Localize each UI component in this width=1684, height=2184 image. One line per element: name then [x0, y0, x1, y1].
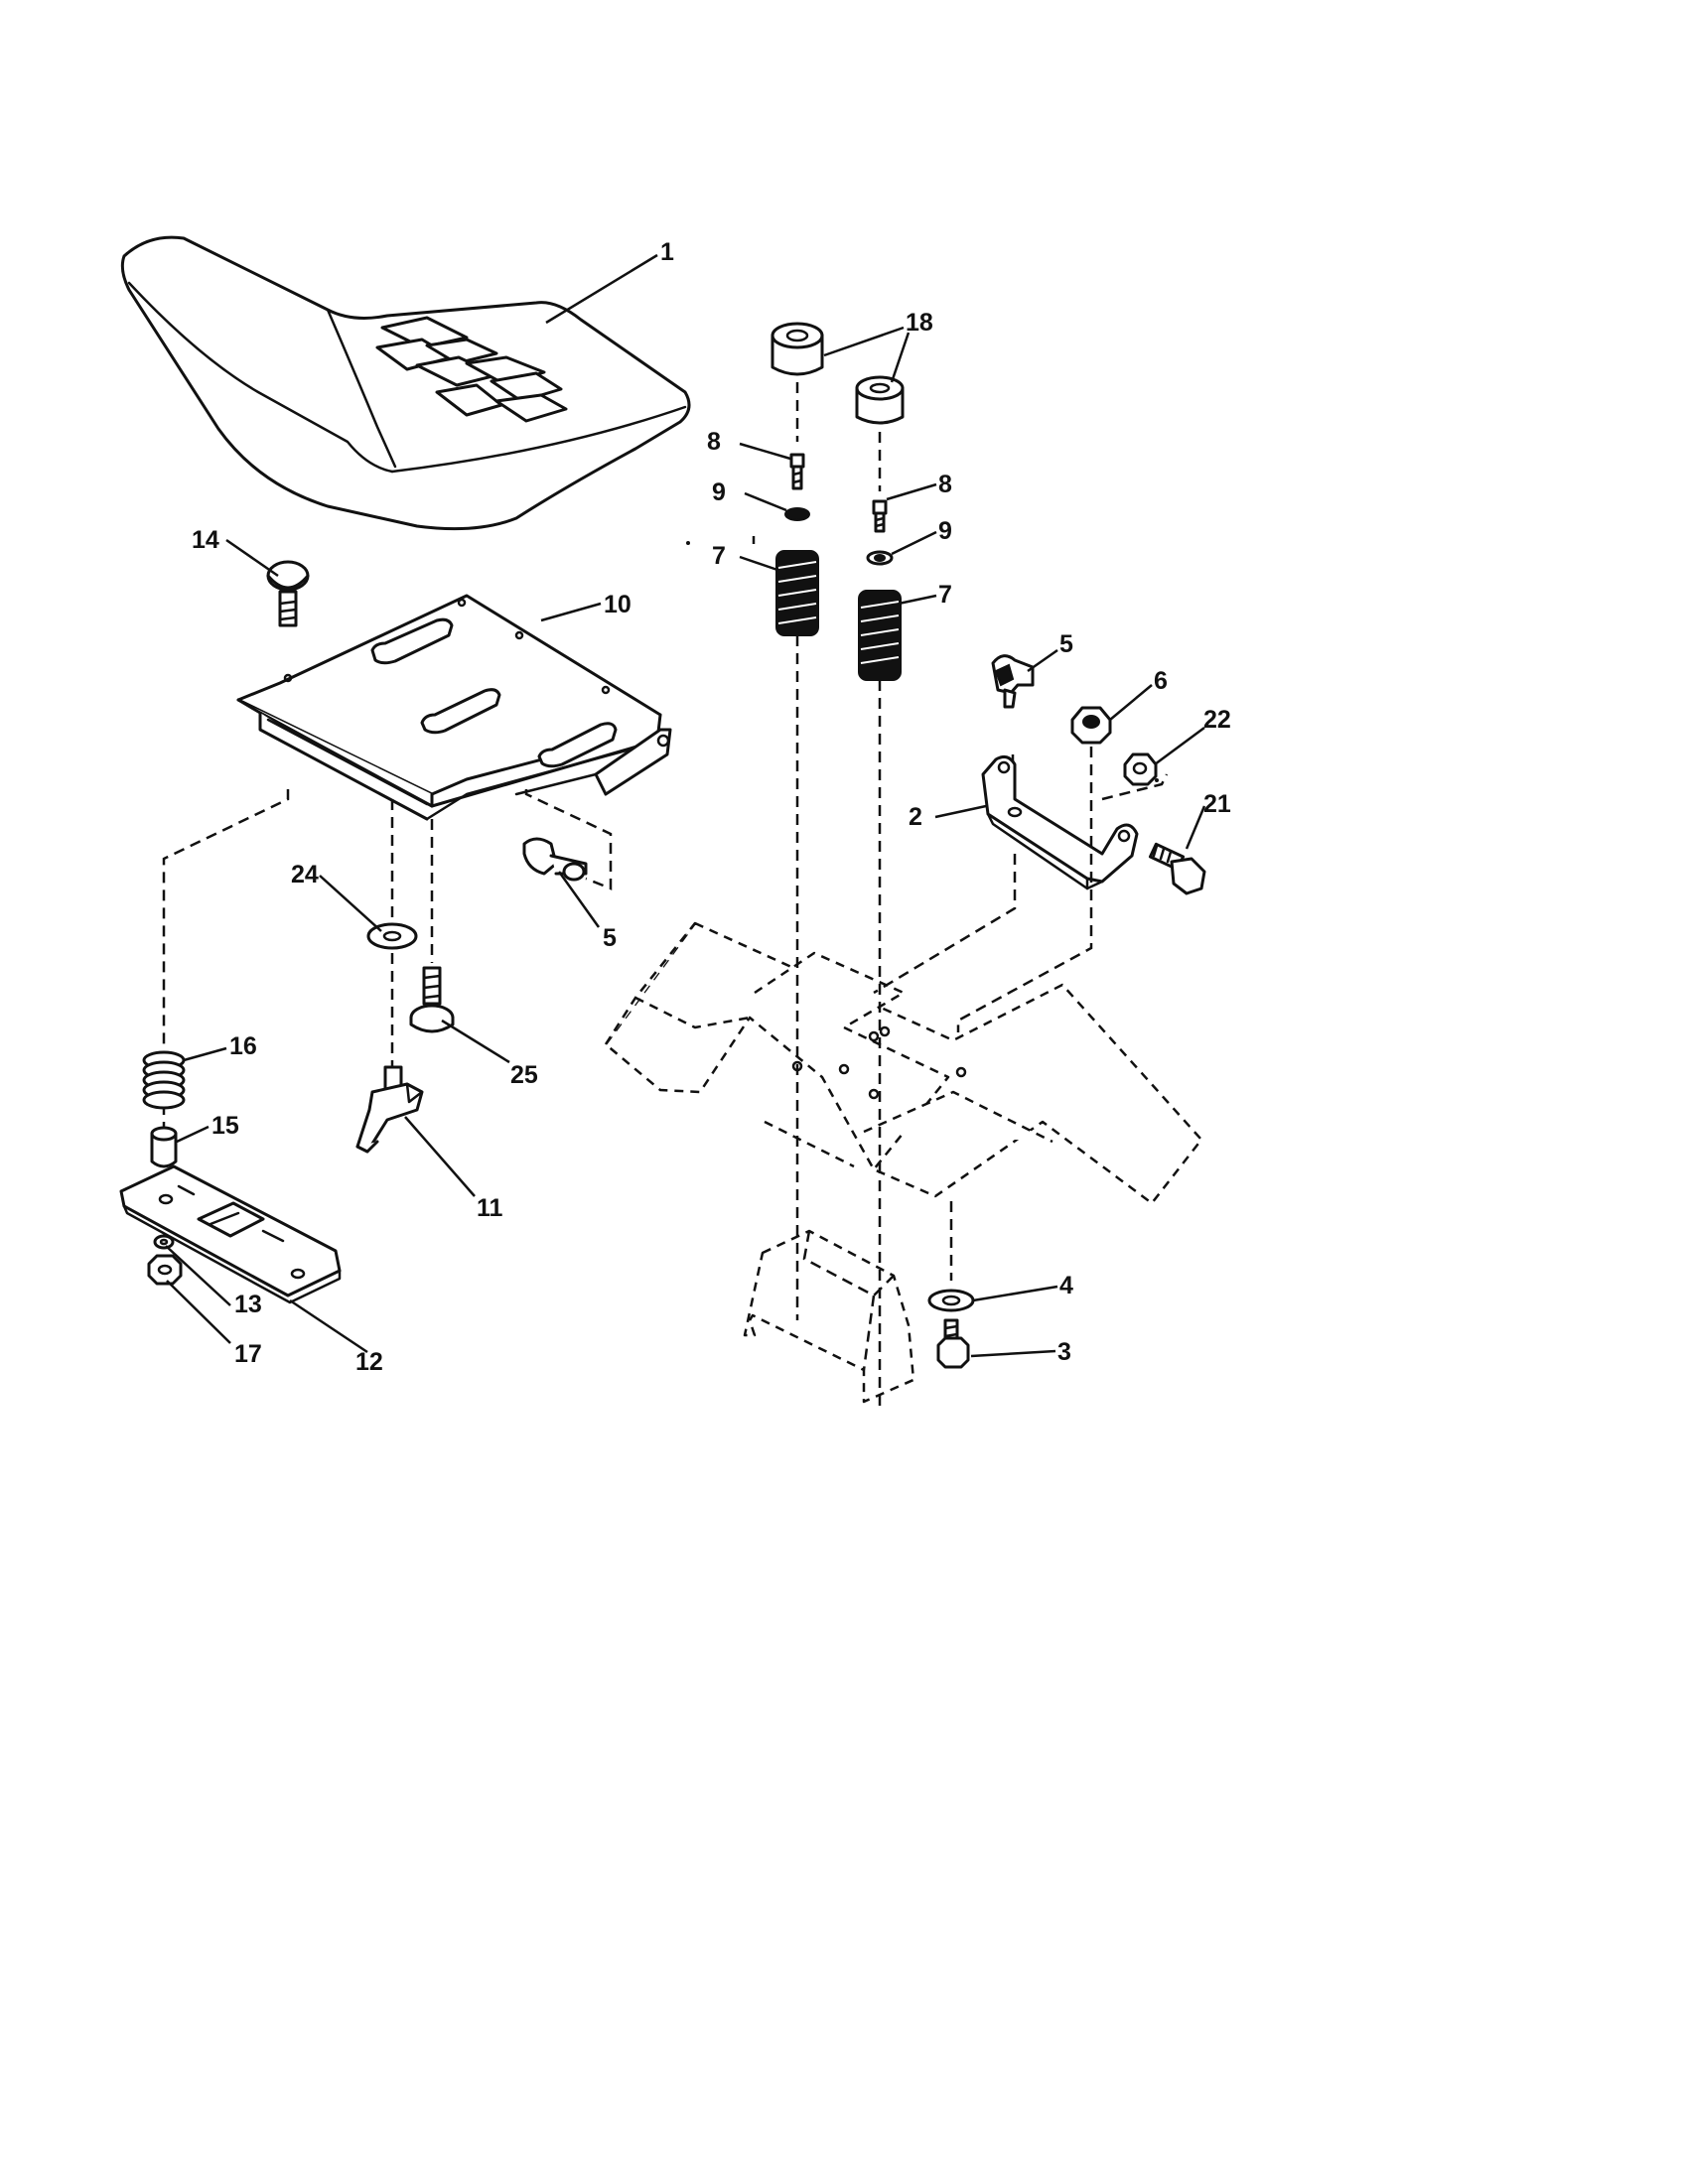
lock-washer [153, 1234, 175, 1250]
callout-18: 18 [906, 309, 933, 337]
print-specks [686, 541, 1159, 782]
callout-2: 2 [909, 803, 922, 831]
callout-8-left: 8 [707, 428, 721, 456]
pivot-clip [522, 837, 588, 882]
spacer-left [771, 322, 824, 376]
hex-nut-lower [147, 1254, 183, 1286]
retainer-clip [991, 654, 1035, 709]
callout-25: 25 [510, 1061, 538, 1089]
frame-bracket-outline [743, 1229, 915, 1404]
callout-8-right: 8 [938, 471, 952, 498]
callout-22: 22 [1203, 706, 1231, 734]
compression-spring [142, 1050, 186, 1110]
washer-right [866, 550, 894, 566]
callout-3: 3 [1057, 1338, 1071, 1366]
spacer [150, 1126, 178, 1168]
seat-adjustment-plate [119, 1164, 342, 1304]
seat-spring-right [858, 590, 902, 681]
hex-nut [1070, 706, 1112, 745]
hex-bolt [936, 1318, 970, 1369]
carriage-bolt [266, 560, 310, 627]
seat [120, 235, 691, 531]
callout-5-lower: 5 [603, 924, 617, 952]
shoulder-bolt [409, 966, 455, 1033]
callout-7-left: 7 [712, 542, 726, 570]
callout-24: 24 [291, 861, 319, 888]
assembly-center-lines-left [162, 789, 613, 1147]
washer-left [784, 507, 810, 521]
flange-nut [1123, 752, 1158, 786]
callout-7-right: 7 [938, 581, 952, 609]
callout-14: 14 [192, 526, 219, 554]
callout-9-right: 9 [938, 517, 952, 545]
seat-spring-left [775, 550, 819, 636]
seat-pivot-bracket [981, 754, 1139, 890]
callout-12: 12 [355, 1348, 383, 1376]
callout-labels: 1 18 8 9 7 8 9 7 5 6 22 21 2 4 3 14 10 5… [192, 238, 1231, 1376]
callout-17: 17 [234, 1340, 262, 1368]
leader-lines [165, 253, 1206, 1358]
shoulder-bolt-pivot [1148, 842, 1206, 895]
assembly-center-lines-bracket [873, 747, 1169, 1281]
flat-washer [366, 922, 418, 950]
callout-13: 13 [234, 1291, 262, 1318]
screw-left [789, 453, 805, 490]
callout-21: 21 [1203, 790, 1231, 818]
callout-1: 1 [660, 238, 674, 266]
callout-4: 4 [1059, 1272, 1073, 1299]
callout-6: 6 [1154, 667, 1168, 695]
fender-frame-outline [604, 921, 1203, 1205]
fender-washer [927, 1289, 975, 1312]
screw-right [872, 499, 888, 533]
callout-10: 10 [604, 591, 632, 618]
adjustment-knob [355, 1065, 424, 1154]
spacer-right [855, 375, 905, 425]
callout-15: 15 [211, 1112, 239, 1140]
callout-16: 16 [229, 1032, 257, 1060]
callout-11: 11 [477, 1194, 503, 1222]
callout-9-left: 9 [712, 478, 726, 506]
callout-5-upper: 5 [1059, 630, 1073, 658]
seat-pan [236, 594, 672, 821]
